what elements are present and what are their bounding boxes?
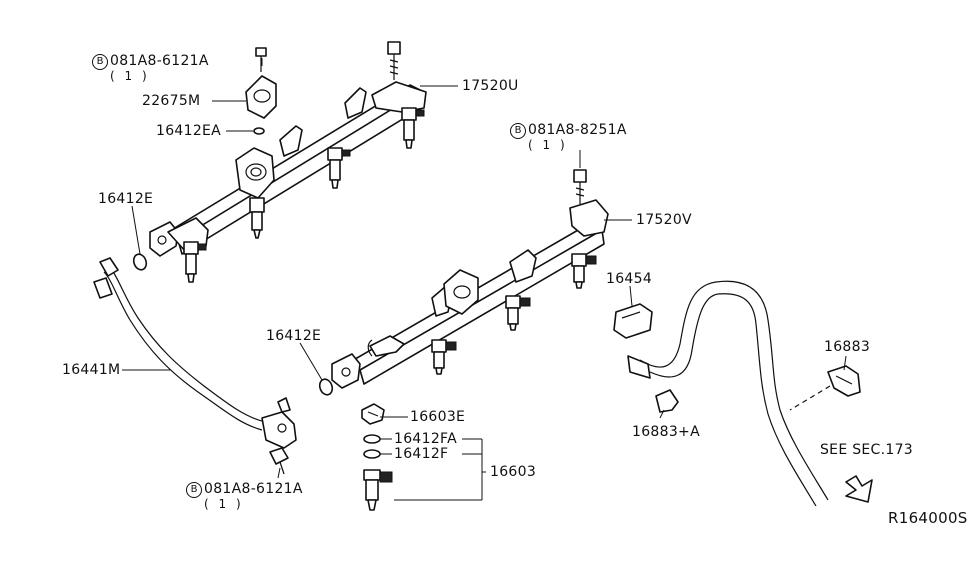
bolt-upper-center-icon	[387, 41, 401, 80]
part-16412EA: 16412EA	[156, 123, 222, 139]
damper-body-upper-icon	[235, 147, 275, 239]
fuel-tube-icon	[93, 257, 297, 449]
part-16883: 16883	[824, 339, 871, 355]
leader-lines	[122, 58, 847, 501]
connector-icon	[613, 303, 653, 339]
o-ring-f-icon	[363, 449, 381, 459]
clip-hose-icon	[827, 365, 861, 397]
part-16883A: 16883+A	[632, 424, 700, 440]
part-16603: 16603	[490, 464, 537, 480]
bolt-upper-left-icon	[255, 47, 267, 72]
clip-retainer-icon	[361, 403, 385, 425]
o-ring-center-icon	[318, 378, 334, 396]
injector-upper-3-icon	[183, 241, 207, 283]
bolt-qty-right: ( 1 )	[528, 138, 568, 152]
bolt-part-number-right: 081A8-8251A	[528, 122, 627, 138]
o-ring-left-icon	[132, 253, 148, 271]
bolt-qty-bottom: ( 1 )	[204, 497, 244, 511]
reference-code: R164000S	[888, 509, 968, 527]
part-17520U: 17520U	[462, 78, 519, 94]
part-16412E-center: 16412E	[266, 328, 322, 344]
part-17520V: 17520V	[636, 212, 692, 228]
part-22675M: 22675M	[142, 93, 201, 109]
part-16412FA: 16412FA	[394, 431, 457, 447]
injector-lower-3-icon	[571, 253, 597, 289]
see-section-note: SEE SEC.173	[820, 442, 914, 458]
injector-standalone-icon	[363, 469, 393, 511]
part-16441M: 16441M	[62, 362, 121, 378]
injector-lower-1-icon	[431, 339, 457, 375]
part-16454: 16454	[606, 271, 653, 287]
part-16412E-left: 16412E	[98, 191, 154, 207]
bolt-marker-icon: B	[510, 123, 526, 139]
part-16603E: 16603E	[410, 409, 466, 425]
bolt-lower-right-icon	[573, 169, 587, 204]
part-16412F: 16412F	[394, 446, 449, 462]
damper-upper-icon	[245, 75, 277, 135]
bolt-part-number-bottom: 081A8-6121A	[204, 481, 303, 497]
injector-lower-2-icon	[505, 295, 531, 331]
injector-upper-1-icon	[327, 147, 351, 189]
damper-lower-icon	[443, 269, 479, 315]
bolt-part-number-top-left: 081A8-6121A	[110, 53, 209, 69]
bolt-qty-top-left: ( 1 )	[110, 69, 150, 83]
fuel-hose-icon	[627, 280, 829, 507]
arrow-icon	[845, 475, 873, 503]
bolt-bottom-icon	[269, 447, 289, 475]
injector-upper-2-icon	[401, 107, 425, 149]
bolt-marker-icon: B	[92, 54, 108, 70]
o-ring-fa-icon	[363, 434, 381, 444]
fuel-rail-upper-icon	[149, 81, 427, 257]
bolt-marker-icon: B	[186, 482, 202, 498]
